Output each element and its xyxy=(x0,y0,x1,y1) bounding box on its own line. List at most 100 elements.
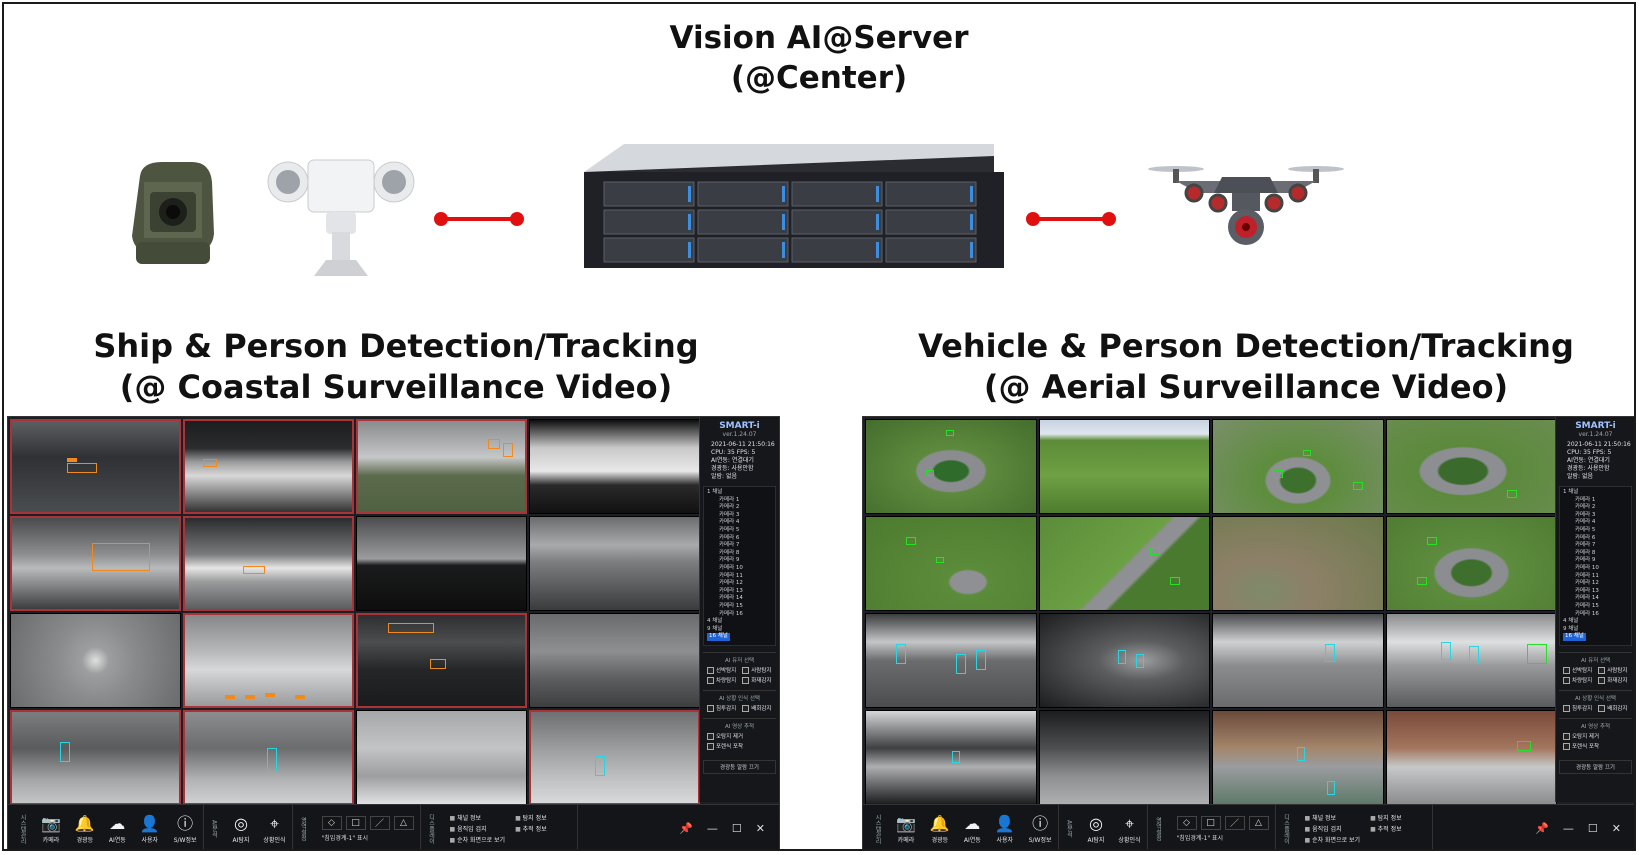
zone-display-checkbox[interactable]: "침입경계-1" 표시 xyxy=(1176,834,1224,842)
tree-camera[interactable]: 카메라 10 xyxy=(719,564,743,571)
tree-camera[interactable]: 카메라 13 xyxy=(719,587,743,594)
display-checkbox[interactable]: 채널 정보 xyxy=(1305,813,1361,822)
coastal-video-cell[interactable] xyxy=(10,419,181,514)
line-icon[interactable]: ／ xyxy=(369,815,390,830)
tree-camera[interactable]: 카메라 14 xyxy=(1575,595,1599,602)
ai-track-checkbox[interactable]: 포렌식 포착 xyxy=(707,742,743,750)
coastal-video-cell[interactable] xyxy=(183,516,354,611)
aerial-video-cell[interactable] xyxy=(1212,613,1384,708)
tree-camera[interactable]: 카메라 8 xyxy=(1575,549,1596,556)
coastal-video-cell[interactable] xyxy=(356,613,527,708)
tree-camera[interactable]: 카메라 9 xyxy=(719,557,740,564)
coastal-video-cell[interactable] xyxy=(10,710,181,805)
aerial-video-cell[interactable] xyxy=(1385,710,1557,805)
display-checkbox[interactable]: 움직임 검지 xyxy=(450,824,506,833)
display-checkbox[interactable]: 추적 정보 xyxy=(515,824,571,833)
tree-camera[interactable]: 카메라 16 xyxy=(1575,610,1599,617)
tree-channel-9[interactable]: 9 채널 xyxy=(707,625,723,632)
tree-camera[interactable]: 카메라 13 xyxy=(1575,587,1599,594)
camera-button[interactable]: 📷카메라 xyxy=(896,813,916,844)
ai-option-checkbox[interactable]: 사람탐지 xyxy=(742,666,771,674)
minimize-icon[interactable]: — xyxy=(706,822,718,835)
tree-camera[interactable]: 카메라 11 xyxy=(719,572,743,579)
tree-camera[interactable]: 카메라 15 xyxy=(1575,602,1599,609)
tree-camera[interactable]: 카메라 9 xyxy=(1575,557,1596,564)
tree-camera[interactable]: 카메라 11 xyxy=(1575,572,1599,579)
aerial-video-cell[interactable] xyxy=(865,516,1037,611)
ai-detect-button[interactable]: ◎AI탐지 xyxy=(1088,813,1105,844)
alarm-off-button[interactable]: 경광등 알람 끄기 xyxy=(703,760,776,774)
display-checkbox[interactable]: 순차 화면으로 보기 xyxy=(450,835,505,844)
tree-camera[interactable]: 카메라 4 xyxy=(719,519,740,526)
minimize-icon[interactable]: — xyxy=(1562,822,1574,835)
siren-button[interactable]: 🔔경광등 xyxy=(75,813,95,844)
tree-camera[interactable]: 카메라 10 xyxy=(1575,564,1599,571)
ai-detect-button[interactable]: ◎AI탐지 xyxy=(233,813,250,844)
tree-channel-4[interactable]: 4 채널 xyxy=(1563,618,1579,625)
tree-camera[interactable]: 카메라 12 xyxy=(1575,580,1599,587)
close-icon[interactable]: ✕ xyxy=(1611,822,1621,835)
aerial-video-cell[interactable] xyxy=(865,613,1037,708)
aerial-video-cell[interactable] xyxy=(1212,419,1384,514)
ai-option-checkbox[interactable]: 선박탐지 xyxy=(707,666,736,674)
polygon-icon[interactable]: △ xyxy=(1248,815,1269,830)
display-checkbox[interactable]: 움직임 검지 xyxy=(1305,824,1361,833)
zone-display-checkbox[interactable]: "침입경계-1" 표시 xyxy=(321,834,369,842)
aerial-video-cell[interactable] xyxy=(1385,613,1557,708)
aerial-video-cell[interactable] xyxy=(1038,613,1210,708)
camera-button[interactable]: 📷카메라 xyxy=(41,813,61,844)
aerial-video-cell[interactable] xyxy=(1038,710,1210,805)
coastal-video-cell[interactable] xyxy=(529,419,700,514)
ai-option-checkbox[interactable]: 차량탐지 xyxy=(1563,676,1592,684)
coastal-video-cell[interactable] xyxy=(529,516,700,611)
tree-channel-4[interactable]: 4 채널 xyxy=(707,618,723,625)
ai-track-checkbox[interactable]: 오탐지 제거 xyxy=(1563,732,1599,740)
tree-camera[interactable]: 카메라 5 xyxy=(719,526,740,533)
tree-camera[interactable]: 카메라 1 xyxy=(1575,496,1596,503)
tree-camera[interactable]: 카메라 15 xyxy=(719,602,743,609)
maximize-icon[interactable]: ☐ xyxy=(731,822,742,835)
situation-button[interactable]: ⌖상황인식 xyxy=(263,813,285,844)
user-button[interactable]: 👤사용자 xyxy=(995,813,1015,844)
tree-camera[interactable]: 카메라 8 xyxy=(719,549,740,556)
coastal-video-cell[interactable] xyxy=(183,419,354,514)
ai-link-button[interactable]: ☁AI연동 xyxy=(109,813,126,844)
tree-camera[interactable]: 카메라 2 xyxy=(1575,504,1596,511)
aerial-video-cell[interactable] xyxy=(1385,419,1557,514)
tree-channel-9[interactable]: 9 채널 xyxy=(1563,625,1579,632)
display-checkbox[interactable]: 탐지 정보 xyxy=(1370,813,1426,822)
eraser-icon[interactable]: ◇ xyxy=(321,815,342,830)
aerial-video-cell[interactable] xyxy=(1212,710,1384,805)
display-checkbox[interactable]: 탐지 정보 xyxy=(515,813,571,822)
ai-option-checkbox[interactable]: 화재감지 xyxy=(1598,676,1627,684)
ai-track-checkbox[interactable]: 포렌식 포착 xyxy=(1563,742,1599,750)
tree-camera[interactable]: 카메라 6 xyxy=(1575,534,1596,541)
aerial-video-cell[interactable] xyxy=(865,710,1037,805)
tree-channel-16[interactable]: 16 채널 xyxy=(1563,633,1586,641)
aerial-video-cell[interactable] xyxy=(1038,516,1210,611)
close-icon[interactable]: ✕ xyxy=(755,822,765,835)
aerial-video-cell[interactable] xyxy=(1385,516,1557,611)
ai-event-checkbox[interactable]: 침투감지 xyxy=(707,704,736,712)
coastal-video-cell[interactable] xyxy=(529,613,700,708)
ai-event-checkbox[interactable]: 배회감지 xyxy=(742,704,771,712)
tree-camera[interactable]: 카메라 12 xyxy=(719,580,743,587)
tree-camera[interactable]: 카메라 3 xyxy=(719,511,740,518)
tree-channel-16[interactable]: 16 채널 xyxy=(707,633,730,641)
pin-icon[interactable]: 📌 xyxy=(1535,822,1549,835)
aerial-video-cell[interactable] xyxy=(865,419,1037,514)
coastal-video-cell[interactable] xyxy=(10,613,181,708)
tree-camera[interactable]: 카메라 16 xyxy=(719,610,743,617)
rectangle-icon[interactable]: □ xyxy=(345,815,366,830)
tree-camera[interactable]: 카메라 7 xyxy=(1575,542,1596,549)
ai-option-checkbox[interactable]: 선박탐지 xyxy=(1563,666,1592,674)
aerial-video-cell[interactable] xyxy=(1212,516,1384,611)
tree-camera[interactable]: 카메라 6 xyxy=(719,534,740,541)
tree-camera[interactable]: 카메라 1 xyxy=(719,496,740,503)
tree-camera[interactable]: 카메라 3 xyxy=(1575,511,1596,518)
coastal-video-cell[interactable] xyxy=(183,710,354,805)
coastal-video-cell[interactable] xyxy=(10,516,181,611)
rectangle-icon[interactable]: □ xyxy=(1200,815,1221,830)
